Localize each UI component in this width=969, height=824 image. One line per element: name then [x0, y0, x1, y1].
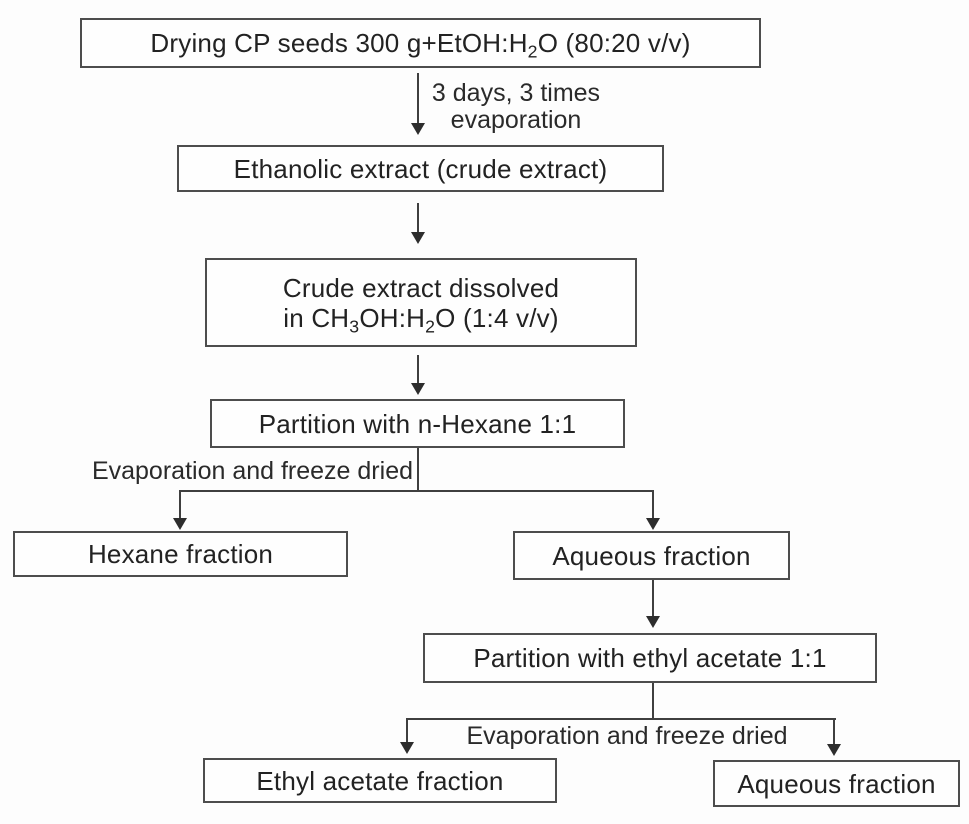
node-ethanolic-extract: Ethanolic extract (crude extract) — [177, 145, 664, 192]
node-aqueous-fraction-2: Aqueous fraction — [713, 760, 960, 807]
node-partition-hexane-label: Partition with n-Hexane 1:1 — [258, 408, 577, 439]
node-aqueous-fraction-1: Aqueous fraction — [513, 531, 790, 580]
connector-partition-hexane-stub — [417, 448, 419, 492]
arrow-down-icon — [646, 616, 660, 628]
node-partition-ethyl-acetate: Partition with ethyl acetate 1:1 — [423, 633, 877, 683]
node-drying-seeds: Drying CP seeds 300 g+EtOH:H2O (80:20 v/… — [80, 18, 761, 68]
arrow-down-icon — [173, 518, 187, 530]
node-partition-hexane: Partition with n-Hexane 1:1 — [210, 399, 625, 448]
connector-split2-horizontal — [406, 718, 836, 720]
node-hexane-fraction: Hexane fraction — [13, 531, 348, 577]
arrow-down-icon — [411, 383, 425, 395]
node-aqueous-fraction-1-label: Aqueous fraction — [552, 540, 751, 571]
edge-label-line2: evaporation — [450, 106, 582, 134]
connector-split2-left-drop — [406, 718, 408, 743]
node-hexane-fraction-label: Hexane fraction — [87, 539, 274, 569]
arrow-down-icon — [411, 123, 425, 135]
node-partition-ethyl-acetate-label: Partition with ethyl acetate 1:1 — [473, 643, 827, 673]
node-drying-seeds-label: Drying CP seeds 300 g+EtOH:H2O (80:20 v/… — [150, 28, 691, 62]
arrow-down-icon — [646, 518, 660, 530]
connector-aqueous1-to-partition-ethyl — [652, 580, 654, 617]
node-ethyl-acetate-fraction-label: Ethyl acetate fraction — [256, 765, 504, 796]
connector-crude-to-partition-hexane — [417, 355, 419, 384]
edge-label-evaporation-step: 3 days, 3 times evaporation — [430, 80, 602, 134]
arrow-down-icon — [400, 742, 414, 754]
connector-split1-horizontal — [179, 490, 654, 492]
arrow-down-icon — [411, 232, 425, 244]
edge-label-freeze-dried-2: Evaporation and freeze dried — [466, 722, 788, 750]
node-crude-line2: in CH3OH:H2O (1:4 v/v) — [283, 302, 559, 336]
node-crude-line1: Crude extract dissolved — [282, 272, 560, 303]
connector-split2-right-drop — [833, 718, 835, 745]
connector-split1-left-drop — [179, 490, 181, 519]
connector-split1-right-drop — [652, 490, 654, 519]
arrow-down-icon — [827, 744, 841, 756]
node-crude-dissolved: Crude extract dissolved in CH3OH:H2O (1:… — [205, 258, 637, 347]
connector-partition-ethyl-stub — [652, 683, 654, 720]
connector-ethanolic-to-crude — [417, 203, 419, 233]
connector-drying-to-ethanolic — [417, 73, 419, 124]
node-ethanolic-extract-label: Ethanolic extract (crude extract) — [233, 153, 608, 184]
edge-label-freeze-dried-1: Evaporation and freeze dried — [91, 457, 413, 485]
node-aqueous-fraction-2-label: Aqueous fraction — [737, 768, 936, 799]
edge-label-line1: 3 days, 3 times — [431, 79, 601, 107]
node-ethyl-acetate-fraction: Ethyl acetate fraction — [203, 758, 557, 803]
node-crude-dissolved-label: Crude extract dissolved in CH3OH:H2O (1:… — [282, 272, 560, 336]
